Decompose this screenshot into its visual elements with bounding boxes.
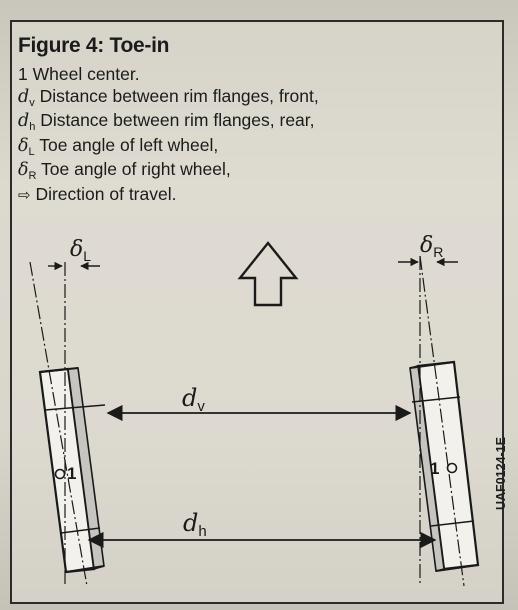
right-wheel-center-marker bbox=[446, 462, 458, 474]
legend-text: Toe angle of right wheel, bbox=[41, 159, 231, 179]
delta-l-label: δL bbox=[70, 237, 91, 264]
right-wheel-center-label: 1 bbox=[430, 459, 439, 478]
delta-l-symbol: δ bbox=[70, 237, 83, 262]
legend-text: Distance between rim flanges, front, bbox=[39, 85, 319, 106]
legend-symbol-sub: L bbox=[28, 145, 35, 158]
arrow-icon: ⇨ bbox=[18, 185, 31, 204]
right-wheel-centerline bbox=[419, 255, 465, 587]
legend-symbol: d bbox=[18, 86, 30, 107]
direction-of-travel-arrow bbox=[237, 241, 299, 307]
dh-label: dh bbox=[183, 509, 207, 540]
figure-legend: Figure 4: Toe-in 1 Wheel center. dv Dist… bbox=[18, 34, 319, 206]
left-wheel-centerline bbox=[29, 261, 88, 587]
legend-text: Toe angle of left wheel, bbox=[39, 134, 219, 155]
delta-r-subscript: R bbox=[433, 244, 443, 260]
legend-item-direction: ⇨ Direction of travel. bbox=[18, 184, 319, 207]
legend-item-wheel-center: 1 Wheel center. bbox=[18, 64, 319, 86]
legend-symbol: δ bbox=[18, 135, 29, 156]
legend-item-dv: dv Distance between rim flanges, front, bbox=[18, 86, 319, 111]
legend-symbol: d bbox=[18, 111, 30, 131]
legend-symbol-sub: v bbox=[29, 96, 35, 109]
legend-item-delta-r: δR Toe angle of right wheel, bbox=[18, 159, 319, 184]
delta-r-label: δR bbox=[420, 233, 443, 260]
legend-text: Distance between rim flanges, rear, bbox=[40, 110, 315, 130]
dh-symbol: d bbox=[183, 509, 198, 537]
dv-label: dv bbox=[182, 384, 205, 415]
legend-symbol: 1 bbox=[18, 64, 28, 84]
dv-subscript: v bbox=[197, 398, 205, 415]
legend-symbol-sub: R bbox=[28, 170, 37, 182]
legend-text: Direction of travel. bbox=[35, 183, 177, 204]
dv-symbol: d bbox=[182, 384, 197, 412]
left-wheel-center-label: 1 bbox=[67, 464, 76, 483]
legend-symbol-sub: h bbox=[29, 121, 36, 133]
delta-l-subscript: L bbox=[83, 248, 91, 264]
legend-item-delta-l: δL Toe angle of left wheel, bbox=[18, 135, 319, 160]
legend-text: Wheel center. bbox=[32, 64, 140, 84]
legend-symbol: δ bbox=[18, 160, 29, 180]
delta-r-symbol: δ bbox=[420, 233, 433, 258]
left-wheel-center-marker bbox=[54, 468, 66, 480]
figure-code: UAF0124-1E bbox=[494, 437, 508, 510]
dh-subscript: h bbox=[198, 523, 206, 540]
figure-title: Figure 4: Toe-in bbox=[18, 34, 170, 57]
legend-item-dh: dh Distance between rim flanges, rear, bbox=[18, 110, 319, 135]
